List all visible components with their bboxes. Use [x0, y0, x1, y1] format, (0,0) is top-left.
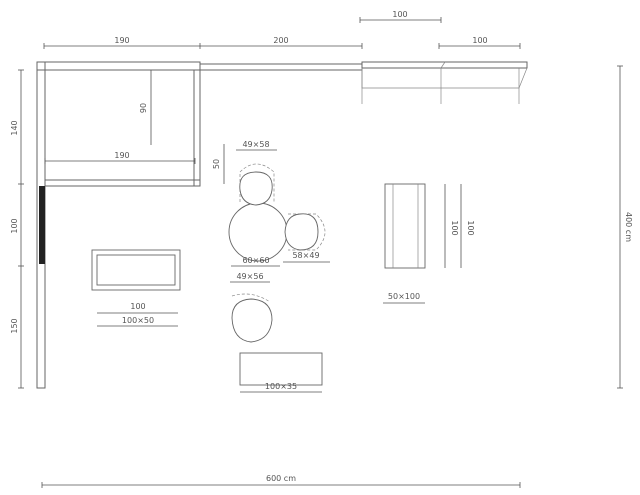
dim-label-left-140: 140 [10, 120, 19, 135]
dim-label-far-right-100: 100 [472, 36, 487, 45]
dim-label-left-150: 150 [10, 318, 19, 333]
walls [36, 61, 528, 389]
dim-label-bench-100: 100 [130, 302, 145, 311]
labels: 100 190 200 100 140 100 150 90 190 50 49… [10, 10, 633, 483]
furniture [91, 163, 426, 386]
dim-label-left-100: 100 [10, 218, 19, 233]
wall-top-middle [199, 63, 363, 71]
dim-label-cabinet-100x35: 100×35 [265, 382, 297, 391]
dim-label-bench-100x50: 100×50 [122, 316, 154, 325]
low-cabinet [239, 352, 323, 386]
dim-label-cabinet-100-b: 100 [466, 220, 475, 235]
dim-label-table-60x60: 60×60 [242, 256, 269, 265]
dim-label-right-400cm: 400 cm [624, 212, 633, 242]
dim-label-cabinet-100-a: 100 [450, 220, 459, 235]
door-panel [39, 186, 45, 264]
chair-top [239, 163, 275, 206]
dim-label-chair-49x58: 49×58 [242, 140, 269, 149]
wall-inner-bottom [44, 179, 201, 187]
chair-bottom [231, 293, 273, 343]
dim-label-top-190: 190 [114, 36, 129, 45]
chair-right [284, 213, 326, 251]
dim-label-inner-50: 50 [212, 159, 221, 169]
counter-divider [440, 61, 446, 69]
counter-outline [361, 67, 528, 89]
wall-top-left [36, 61, 201, 71]
dim-label-cabinet-50x100: 50×100 [388, 292, 420, 301]
wall-top-right [361, 61, 528, 69]
dim-label-chair-49x56: 49×56 [236, 272, 263, 281]
dim-label-chair-58x49: 58×49 [292, 251, 319, 260]
dimension-lines [18, 17, 623, 488]
dim-label-bottom-600cm: 600 cm [266, 474, 296, 483]
wall-inner-right [193, 69, 201, 187]
dim-label-top-right-100: 100 [392, 10, 407, 19]
dim-label-top-200: 200 [273, 36, 288, 45]
tall-cabinet [384, 183, 426, 269]
dim-label-inner-190: 190 [114, 151, 129, 160]
dim-label-inner-90: 90 [139, 103, 148, 113]
bench [91, 249, 181, 291]
round-table [228, 202, 288, 262]
